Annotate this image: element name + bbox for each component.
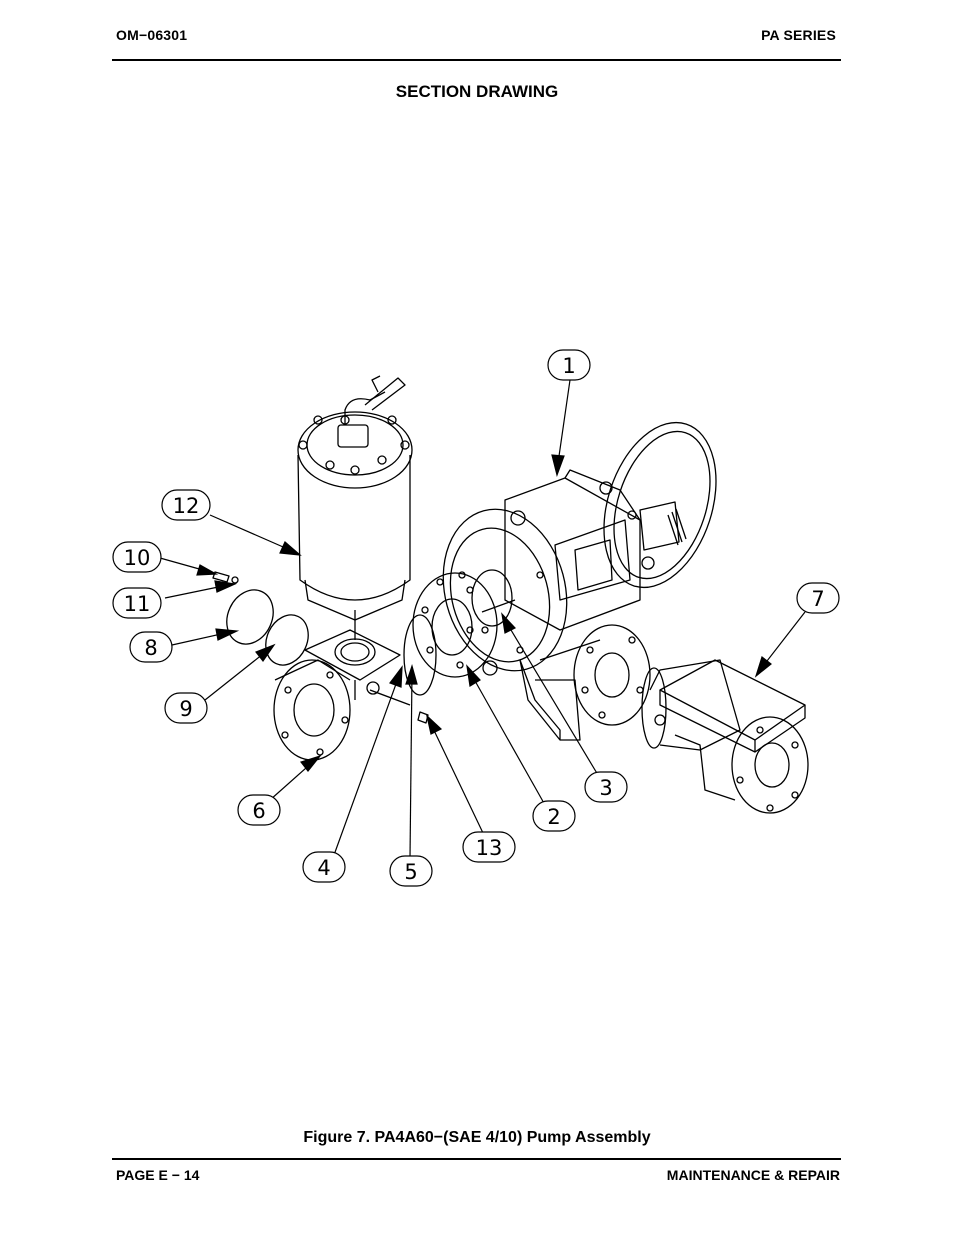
footer-rule	[112, 1158, 841, 1160]
callout-9: 9	[179, 697, 192, 721]
figure-caption: Figure 7. PA4A60−(SAE 4/10) Pump Assembl…	[303, 1129, 651, 1146]
suction-head	[273, 610, 437, 761]
callout-8: 8	[144, 636, 157, 660]
motor-flange	[603, 421, 717, 589]
callout-5: 5	[404, 860, 417, 884]
doc-number: OM−06301	[116, 27, 188, 43]
section-name: MAINTENANCE & REPAIR	[666, 1167, 840, 1183]
callout-13: 13	[476, 836, 503, 860]
callout-6: 6	[252, 799, 265, 823]
cover-plate	[226, 589, 309, 666]
check-valve	[654, 659, 809, 814]
gasket	[412, 572, 498, 678]
motor-body	[504, 469, 655, 631]
callout-11: 11	[124, 592, 151, 616]
callout-4: 4	[317, 856, 330, 880]
pump-casing	[442, 508, 581, 741]
discharge-spool	[539, 624, 741, 751]
callout-2: 2	[547, 805, 560, 829]
callout-3: 3	[599, 776, 612, 800]
callout-7: 7	[811, 587, 824, 611]
series-name: PA SERIES	[761, 27, 836, 43]
callout-1: 1	[562, 354, 575, 378]
section-title: SECTION DRAWING	[395, 82, 559, 101]
callout-12: 12	[173, 494, 200, 518]
header-rule	[112, 59, 841, 61]
priming-chamber	[297, 375, 413, 621]
page-number: PAGE E − 14	[116, 1167, 200, 1183]
callout-10: 10	[124, 546, 151, 570]
